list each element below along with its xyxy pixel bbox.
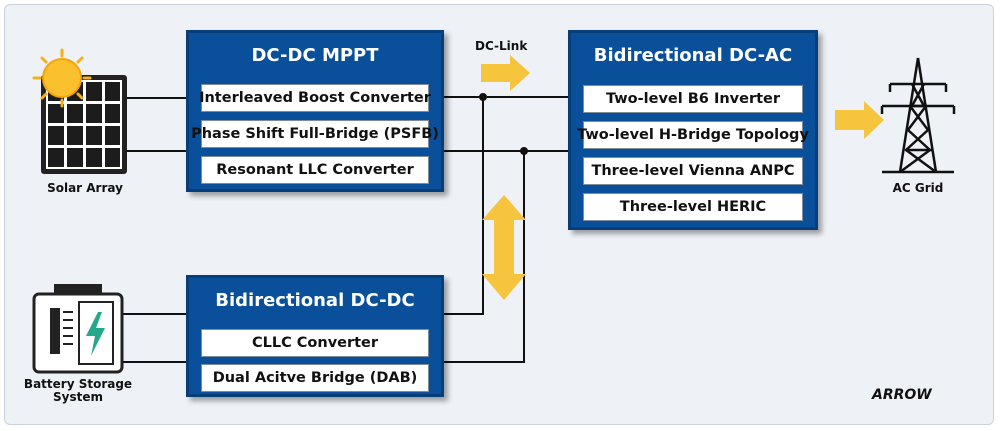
arrow-logo: ARROW: [872, 387, 932, 403]
bidirectional-arrow: [482, 195, 526, 300]
bidirectional-dc-dc-block: Bidirectional DC-DC CLLC Converter Dual …: [186, 275, 444, 397]
psfb-item: Phase Shift Full-Bridge (PSFB): [191, 120, 439, 148]
resonant-llc-item: Resonant LLC Converter: [201, 156, 429, 184]
transmission-tower-icon: [880, 57, 956, 174]
wire-battery-link-top: [443, 97, 484, 315]
dclink-arrow: [481, 55, 530, 91]
junction-dot-bottom: [520, 147, 528, 155]
ac-grid-caption: AC Grid: [892, 181, 944, 195]
bidirectional-dc-ac-title: Bidirectional DC-AC: [593, 45, 793, 66]
wire-battery-link-bottom: [443, 151, 525, 363]
dab-item: Dual Acitve Bridge (DAB): [201, 364, 429, 392]
h-bridge-item: Two-level H-Bridge Topology: [577, 121, 809, 149]
solar-panel-icon: [32, 48, 127, 174]
grid-output-arrow: [835, 101, 884, 139]
battery-caption-line1: Battery Storage: [23, 377, 133, 391]
vienna-anpc-item: Three-level Vienna ANPC: [583, 157, 803, 185]
dc-dc-mppt-title: DC-DC MPPT: [251, 45, 379, 66]
interleaved-boost-item: Interleaved Boost Converter: [199, 84, 431, 112]
clll-converter-item: CLLC Converter: [201, 329, 429, 357]
dc-dc-mppt-block: DC-DC MPPT Interleaved Boost Converter P…: [186, 30, 444, 192]
junction-dot-top: [479, 93, 487, 101]
battery-icon: [32, 284, 124, 374]
battery-caption-line2: System: [53, 390, 103, 404]
battery-caption: Battery Storage System: [18, 378, 138, 404]
solar-array-caption: Solar Array: [47, 181, 123, 195]
heric-item: Three-level HERIC: [583, 193, 803, 221]
b6-inverter-item: Two-level B6 Inverter: [583, 85, 803, 113]
bidirectional-dc-ac-block: Bidirectional DC-AC Two-level B6 Inverte…: [568, 30, 818, 230]
dc-link-label: DC-Link: [475, 39, 528, 53]
bidirectional-dc-dc-title: Bidirectional DC-DC: [215, 290, 415, 311]
